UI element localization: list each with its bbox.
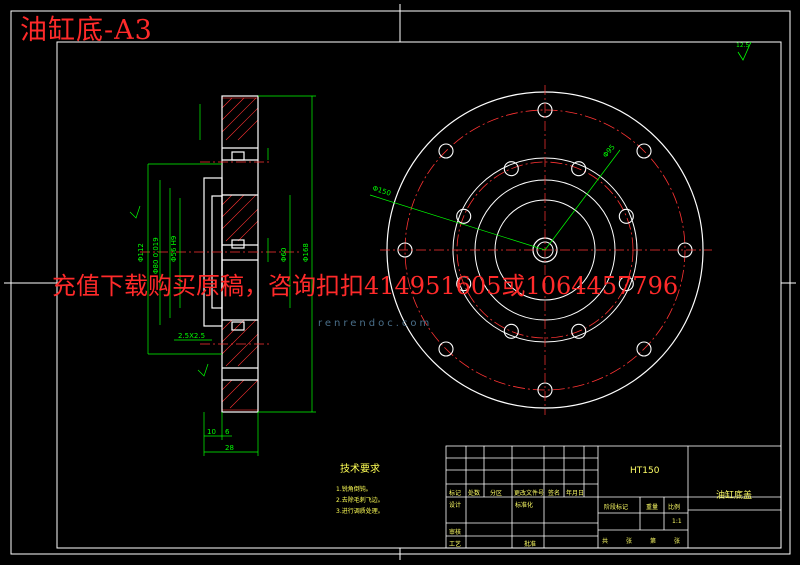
side-outline [203, 95, 259, 413]
drawing-frame [4, 4, 796, 560]
side-section-view: Φ112 Φ80 0.019 Φ56 H9 Φ60 Φ168 10 6 28 2… [129, 95, 316, 456]
tb-label-change-doc: 更改文件号 [514, 490, 545, 497]
dim-d150: Φ150 [371, 184, 391, 197]
outer-bolt-hole [438, 341, 454, 357]
watermark-site: renrendoc.com [318, 318, 433, 329]
tb-label-standard: 标准化 [515, 502, 534, 509]
inner-bolt-hole [571, 323, 587, 339]
side-dimension-lines [147, 95, 316, 456]
inner-bolt-hole [456, 208, 472, 224]
dim-d112: Φ112 [137, 243, 145, 262]
tech-requirements-title: 技术要求 [340, 464, 380, 475]
front-dimension-leaders [369, 149, 621, 251]
dim-w28: 28 [225, 444, 234, 452]
watermark-text: 充值下载购买原稿，咨询扣扣414951605或1064457796 [52, 272, 679, 300]
tech-requirement-3: 3.进行调质处理。 [336, 508, 384, 515]
tb-label-approve: 批准 [524, 541, 537, 548]
inner-bolt-hole [503, 323, 519, 339]
drawing-title: 油缸底-A3 [20, 15, 153, 46]
tb-label-scale: 比例 [668, 504, 681, 511]
tb-label-weight: 重量 [646, 504, 659, 511]
tech-requirement-1: 1.锐角倒钝。 [336, 486, 372, 493]
dim-d80: Φ80 0.019 [152, 237, 160, 274]
general-roughness-mark: 12.5 [736, 41, 752, 61]
side-centerlines [140, 161, 300, 345]
svg-text:12.5: 12.5 [736, 42, 750, 49]
outer-bolt-hole [438, 143, 454, 159]
tb-label-zone: 分区 [490, 490, 503, 497]
title-block [445, 445, 782, 549]
bolt-pcd-circle [404, 109, 686, 391]
scale-value: 1:1 [672, 518, 682, 525]
tb-label-review: 审核 [449, 529, 462, 536]
dim-w10: 10 [207, 428, 216, 436]
tb-label-sheets-b: 张 [674, 538, 681, 545]
outer-bolt-hole [636, 341, 652, 357]
front-centerlines [380, 85, 712, 415]
tech-requirement-2: 2.去除毛刺飞边。 [336, 497, 384, 504]
section-hatch [221, 97, 259, 411]
side-dimension-text: Φ112 Φ80 0.019 Φ56 H9 Φ60 Φ168 10 6 28 2… [137, 236, 310, 452]
outer-bolt-hole [636, 143, 652, 159]
tb-label-process: 工艺 [449, 541, 462, 548]
inner-bolt-hole [571, 161, 587, 177]
tb-label-mark: 标记 [449, 490, 462, 497]
dim-d168: Φ168 [302, 243, 310, 262]
dim-d60: Φ60 [280, 248, 288, 262]
dim-chamfer: 2.5X2.5 [178, 332, 205, 340]
material-label: HT150 [630, 466, 660, 476]
tb-label-date: 年月日 [566, 490, 585, 497]
tb-label-sheets-a: 张 [626, 538, 633, 545]
inner-bolt-hole [618, 276, 634, 292]
tb-label-sign: 签名 [548, 490, 561, 497]
part-name-label: 油缸底盖 [716, 491, 753, 501]
tb-label-count: 处数 [468, 490, 481, 497]
inner-bolt-hole [618, 208, 634, 224]
dim-d56: Φ56 H9 [170, 236, 178, 262]
tb-label-total: 共 [602, 538, 609, 545]
dim-w6: 6 [225, 428, 230, 436]
tb-label-design: 设计 [449, 502, 462, 509]
front-view: Φ150 Φ95 [369, 85, 712, 415]
roughness-symbols [129, 205, 209, 377]
tb-label-sheet-no: 第 [650, 538, 657, 545]
tb-label-stage: 阶段标记 [604, 504, 629, 511]
inner-bolt-hole [456, 276, 472, 292]
inner-bolt-hole [503, 161, 519, 177]
